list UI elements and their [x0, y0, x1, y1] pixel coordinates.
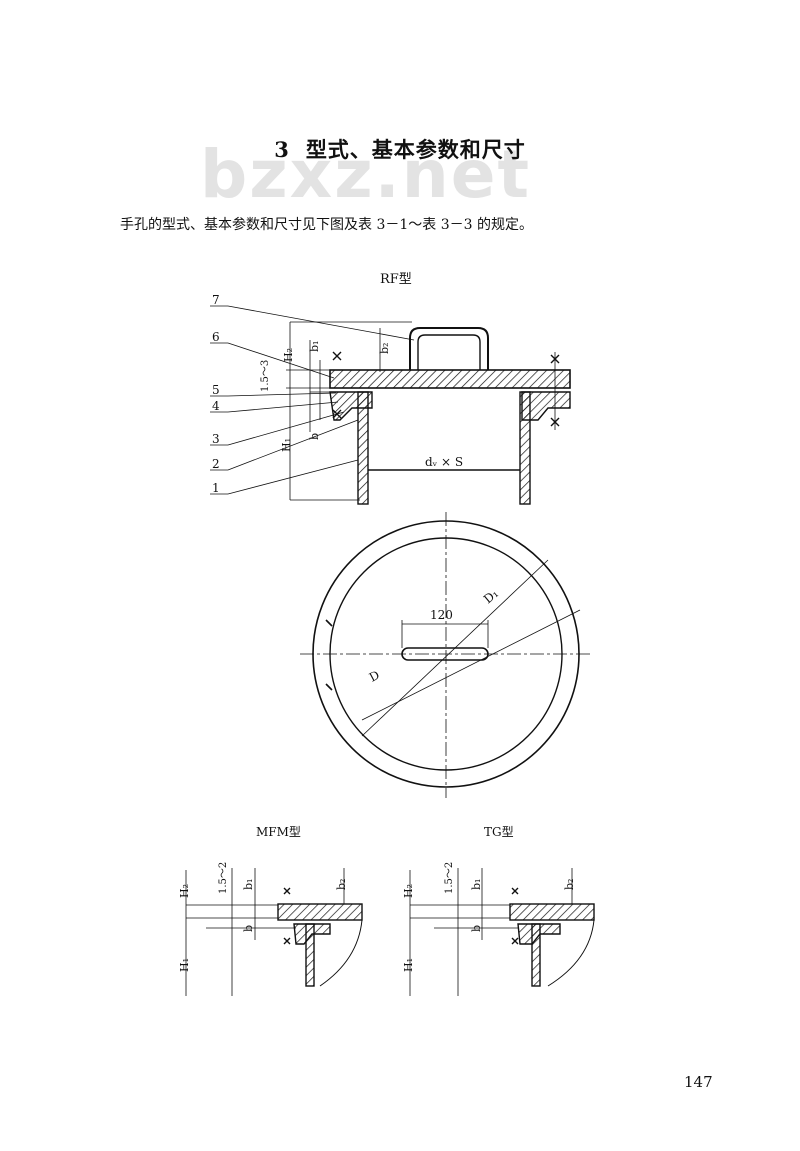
rf-section-view: [210, 305, 571, 505]
rf-caption: RF型: [380, 272, 412, 287]
rf-pipe-right-wall: [519, 391, 531, 505]
tg-detail: [409, 868, 595, 996]
intro-paragraph: 手孔的型式、基本参数和尺寸见下图及表 3－1～表 3－3 的规定。: [120, 217, 533, 233]
tg-dim-h2: H₂: [402, 884, 415, 898]
rf-part-7: 7: [212, 293, 220, 307]
rf-dim-b1: b₁: [308, 341, 321, 352]
mfm-dim-gap: 1.5～2: [218, 862, 229, 894]
mfm-dim-h2: H₂: [178, 884, 191, 898]
rf-part-5: 5: [212, 383, 220, 397]
section-title: 型式、基本参数和尺寸: [305, 137, 526, 162]
rf-dim-h2: H₂: [282, 348, 295, 362]
plan-handle-length: 120: [430, 608, 453, 622]
mfm-detail: [185, 868, 363, 996]
mfm-dim-h1: H₁: [178, 958, 191, 972]
section-heading: 3 型式、基本参数和尺寸: [0, 134, 800, 164]
rf-part-1: 1: [212, 481, 220, 495]
mfm-caption: MFM型: [256, 825, 301, 839]
page-number: 147: [684, 1073, 713, 1091]
rf-dim-b: b: [308, 433, 321, 440]
plan-view: [300, 512, 592, 798]
rf-dim-h1: H₁: [280, 438, 293, 452]
rf-dim-gap: 1.5～3: [260, 360, 271, 392]
rf-pipe-left-wall: [357, 391, 369, 505]
rf-cover-plate: [329, 369, 571, 389]
rf-handle: [409, 327, 489, 370]
tg-dim-h1: H₁: [402, 958, 415, 972]
rf-part-2: 2: [212, 457, 220, 471]
mfm-dim-b: b: [242, 925, 255, 932]
plan-handle-slot: [401, 647, 489, 661]
watermark: bzxz.net: [200, 136, 532, 213]
mfm-dim-b2: b₂: [335, 879, 348, 890]
section-number: 3: [274, 137, 290, 162]
plan-dim-d: D: [367, 668, 382, 685]
tg-dim-gap: 1.5～2: [444, 862, 455, 894]
tg-dim-b: b: [470, 925, 483, 932]
rf-dim-b2: b₂: [378, 343, 391, 354]
rf-part-4: 4: [212, 399, 220, 413]
tg-caption: TG型: [484, 825, 514, 839]
plan-dim-d1: D₁: [481, 586, 501, 606]
rf-dim-pipe: dᵥ × S: [425, 455, 463, 469]
tg-dim-b2: b₂: [563, 879, 576, 890]
rf-part-6: 6: [212, 330, 220, 344]
mfm-dim-b1: b₁: [242, 879, 255, 890]
tg-dim-b1: b₁: [470, 879, 483, 890]
rf-part-3: 3: [212, 432, 220, 446]
